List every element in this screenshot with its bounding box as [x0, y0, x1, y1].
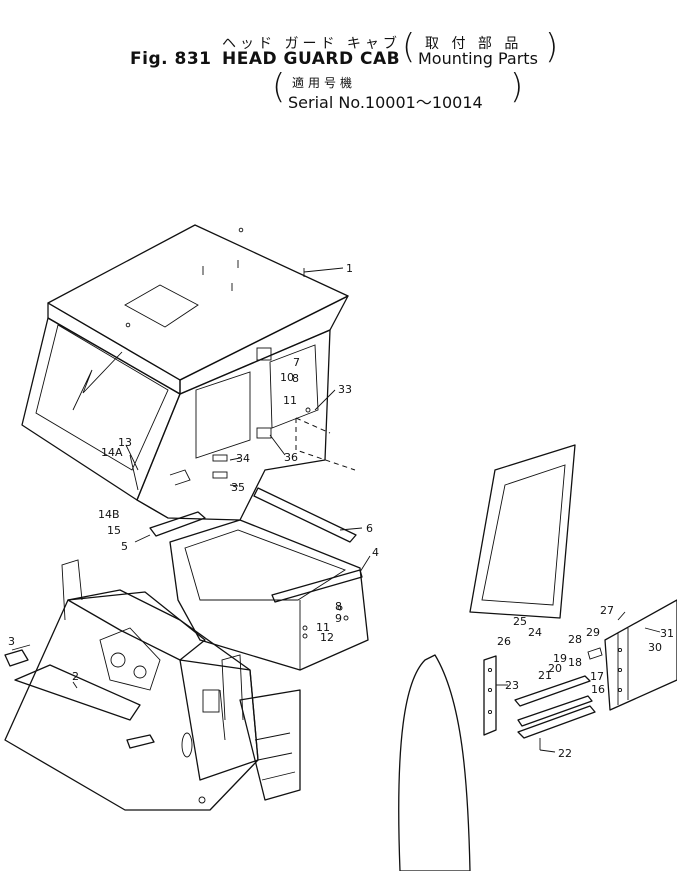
- callout-23: 23: [505, 679, 519, 692]
- rear-frame: [587, 599, 677, 711]
- callout-31: 31: [660, 627, 674, 640]
- callout-2: 2: [72, 670, 79, 683]
- callout-9: 9: [335, 612, 342, 625]
- callout-22: 22: [558, 747, 572, 760]
- callout-16: 16: [591, 683, 605, 696]
- callout-8b: 8: [335, 600, 342, 613]
- callout-24: 24: [528, 626, 542, 639]
- cab-base-tub: [169, 519, 369, 671]
- callout-14A: 14A: [101, 446, 123, 459]
- callout-13: 13: [118, 436, 132, 449]
- figure-subtitle: Mounting Parts: [418, 49, 538, 68]
- subtitle-japanese: 取 付 部 品: [425, 36, 523, 52]
- callout-18: 18: [568, 656, 582, 669]
- callout-14B: 14B: [98, 508, 120, 521]
- callout-15: 15: [107, 524, 121, 537]
- callout-21: 21: [538, 669, 552, 682]
- figure-header: ヘッド ガード キャブ ( 取 付 部 品 ) Fig. 831 HEAD GU…: [0, 0, 677, 112]
- figure-title: HEAD GUARD CAB: [222, 49, 401, 69]
- serial-range: Serial No.10001～10014: [288, 93, 483, 112]
- callout-30: 30: [648, 641, 662, 654]
- paren-close-2: ): [510, 67, 524, 107]
- paren-close: ): [545, 27, 559, 67]
- callout-26: 26: [497, 635, 511, 648]
- callout-20: 20: [548, 662, 562, 675]
- callout-17: 17: [590, 670, 604, 683]
- paren-open: (: [402, 27, 416, 67]
- figure-number: Fig. 831: [130, 49, 212, 69]
- serial-japanese: 適用号機: [292, 76, 357, 90]
- callout-6: 6: [366, 522, 373, 535]
- assembly-lines: [295, 417, 356, 471]
- callout-27: 27: [600, 604, 614, 617]
- callout-4: 4: [372, 546, 379, 559]
- callout-10: 10: [280, 371, 294, 384]
- callout-11: 11: [283, 394, 297, 407]
- callout-7: 7: [293, 356, 300, 369]
- door-panel: [398, 444, 576, 871]
- cab-roof: [47, 224, 349, 395]
- floor-strips: [149, 487, 363, 603]
- callout-36: 36: [284, 451, 298, 464]
- step-plates: [514, 675, 596, 750]
- cab-side-wall: [136, 329, 331, 521]
- callout-28: 28: [568, 633, 582, 646]
- callout-19: 19: [553, 652, 567, 665]
- callout-34: 34: [236, 452, 250, 465]
- callout-11b: 11: [316, 621, 330, 634]
- callout-25: 25: [513, 615, 527, 628]
- callout-3: 3: [8, 635, 15, 648]
- callout-12: 12: [320, 631, 334, 644]
- leader-lines: [11, 267, 661, 753]
- callout-1: 1: [346, 262, 353, 275]
- title-japanese: ヘッド ガード キャブ: [222, 36, 401, 52]
- callout-5: 5: [121, 540, 128, 553]
- callout-8a: 8: [292, 372, 299, 385]
- paren-open-2: (: [272, 67, 286, 107]
- machine-body: [4, 559, 301, 811]
- callout-29: 29: [586, 626, 600, 639]
- callout-35: 35: [231, 481, 245, 494]
- callout-labels: 1 2 3 4 5 6 7 8 10 11 33 36 34 35 13 14A…: [8, 262, 674, 760]
- callout-33: 33: [338, 383, 352, 396]
